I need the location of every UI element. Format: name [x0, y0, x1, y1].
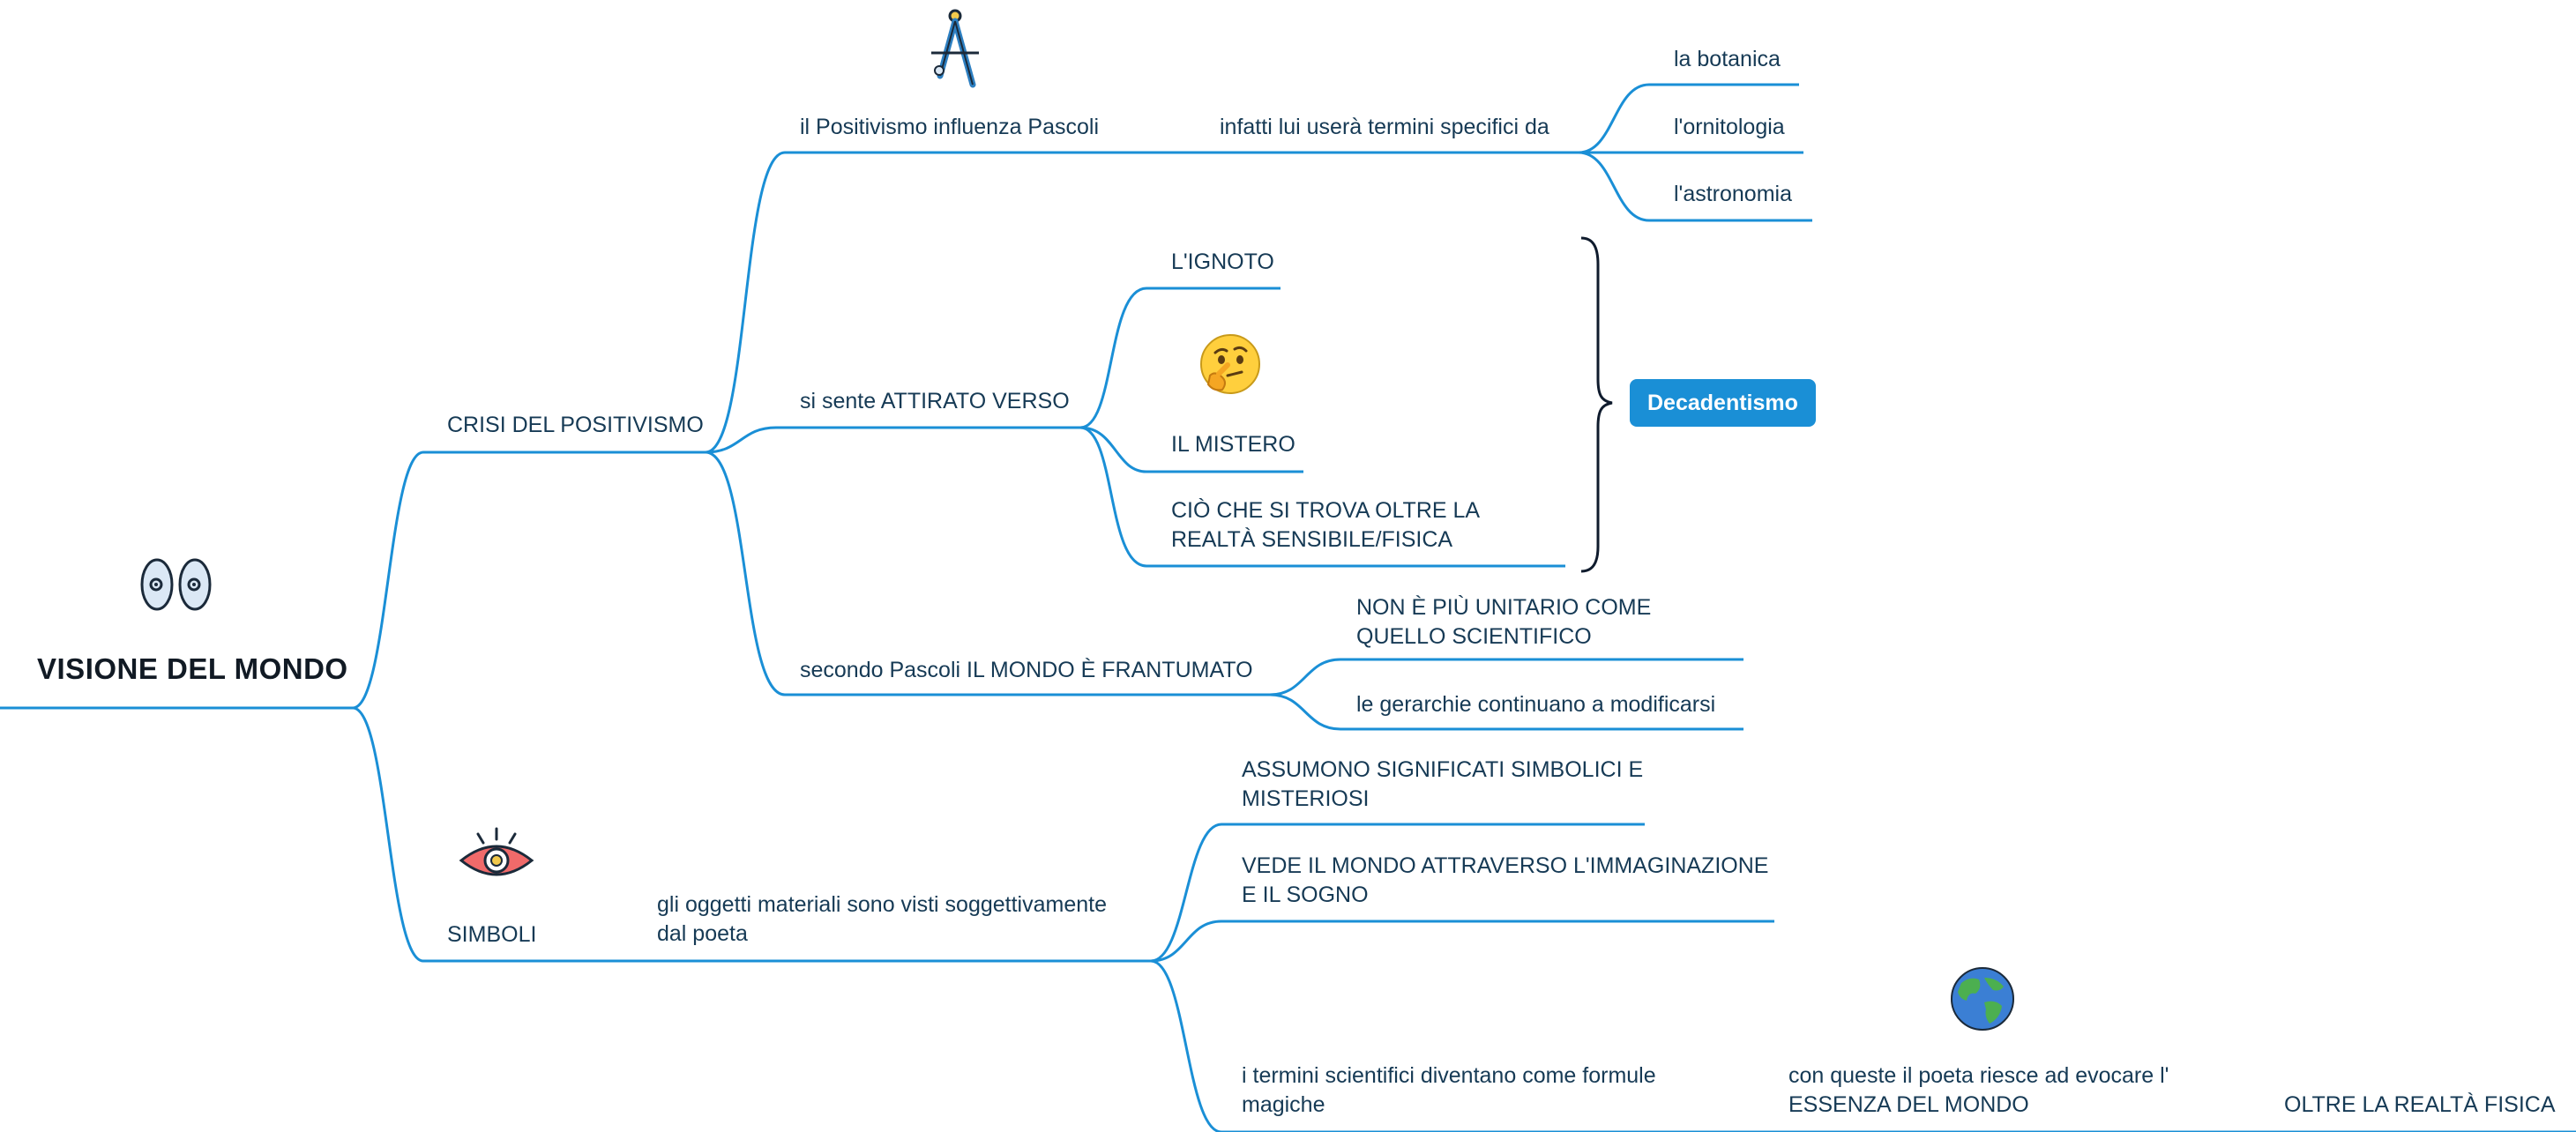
leaf-oltre-realta-fisica[interactable]: OLTRE LA REALTÀ FISICA: [2284, 1092, 2556, 1117]
connector-positivismo: [705, 151, 1120, 454]
summary-bracket: [1580, 236, 1613, 573]
leaf-formule-magiche[interactable]: i termini scientifici diventano come for…: [1242, 1063, 1656, 1117]
connector-simboli: [352, 706, 547, 963]
topic-mondo-frantumato[interactable]: secondo Pascoli IL MONDO È FRANTUMATO: [800, 658, 1253, 682]
leaf-non-unitario[interactable]: NON È PIÙ UNITARIO COME QUELLO SCIENTIFI…: [1356, 595, 1652, 649]
leaf-astronomia[interactable]: l'astronomia: [1674, 182, 1792, 206]
topic-positivismo-influenza[interactable]: il Positivismo influenza Pascoli: [800, 115, 1100, 139]
leaf-ignoto[interactable]: L'IGNOTO: [1171, 249, 1274, 274]
eyes-icon: [139, 557, 215, 612]
leaf-gerarchie[interactable]: le gerarchie continuano a modificarsi: [1356, 692, 1716, 717]
connector-frantumato: [705, 451, 1270, 696]
topic-essenza-mondo[interactable]: con queste il poeta riesce ad evocare l'…: [1788, 1063, 2169, 1117]
leaf-immaginazione-sogno[interactable]: VEDE IL MONDO ATTRAVERSO L'IMMAGINAZIONE…: [1242, 853, 1769, 907]
topic-oggetti-materiali[interactable]: gli oggetti materiali sono visti soggett…: [657, 892, 1107, 946]
topic-termini-specifici[interactable]: infatti lui userà termini specifici da: [1220, 115, 1549, 139]
topic-simboli[interactable]: SIMBOLI: [447, 922, 537, 947]
leaf-ornitologia[interactable]: l'ornitologia: [1674, 115, 1785, 139]
topic-crisi-positivismo[interactable]: CRISI DEL POSITIVISMO: [447, 413, 704, 437]
leaf-mistero[interactable]: IL MISTERO: [1171, 432, 1295, 457]
root-topic[interactable]: VISIONE DEL MONDO: [37, 652, 348, 685]
eye-icon: [459, 827, 534, 883]
thinking-face-icon: [1198, 331, 1263, 397]
globe-icon: [1949, 965, 2016, 1032]
leaf-significati-simbolici[interactable]: ASSUMONO SIGNIFICATI SIMBOLICI E MISTERI…: [1242, 757, 1644, 811]
connector-attirato: [705, 426, 1080, 454]
leaf-oltre-realta-sensibile[interactable]: CIÒ CHE SI TROVA OLTRE LA REALTÀ SENSIBI…: [1171, 498, 1479, 552]
compass-tool-icon: [924, 7, 986, 88]
summary-decadentismo[interactable]: Decadentismo: [1630, 379, 1816, 427]
connector-crisi: [352, 451, 706, 710]
topic-attirato-verso[interactable]: si sente ATTIRATO VERSO: [800, 389, 1070, 413]
leaf-botanica[interactable]: la botanica: [1674, 47, 1781, 71]
